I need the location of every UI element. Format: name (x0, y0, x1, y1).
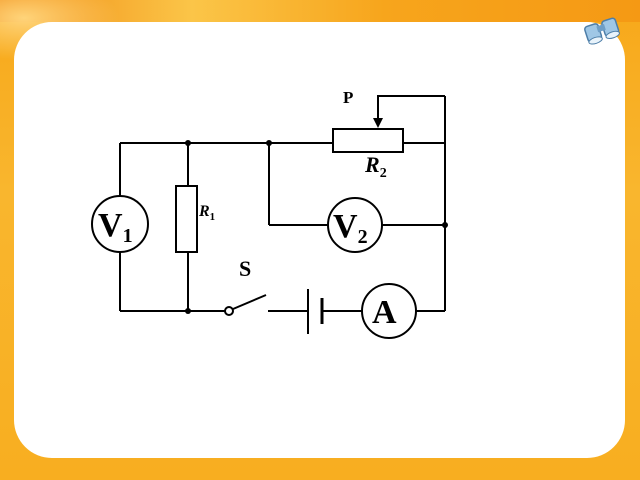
resistor-r1 (175, 185, 198, 253)
switch-label: S (239, 256, 251, 281)
resistor-label: R1 (198, 203, 215, 223)
rheostat-r2 (332, 128, 404, 153)
junction-dot (185, 140, 191, 146)
switch-lever (232, 294, 267, 310)
voltmeter-v1 (91, 195, 149, 253)
slider-wire (377, 95, 445, 120)
slider-arrow (373, 118, 383, 128)
junction-dot (266, 140, 272, 146)
v1-label: V1 (98, 207, 133, 247)
binocular-icon[interactable] (580, 14, 624, 48)
ammeter-label: A (372, 294, 397, 331)
slider-label: P (343, 88, 353, 107)
ammeter (361, 283, 417, 339)
header-band (0, 0, 640, 22)
junction-dot (185, 308, 191, 314)
voltmeter-v2 (327, 197, 383, 253)
v2-label: V2 (333, 208, 368, 248)
rheostat-label: R2 (364, 152, 387, 181)
junction-dot (442, 222, 448, 228)
switch-contact (224, 306, 234, 316)
